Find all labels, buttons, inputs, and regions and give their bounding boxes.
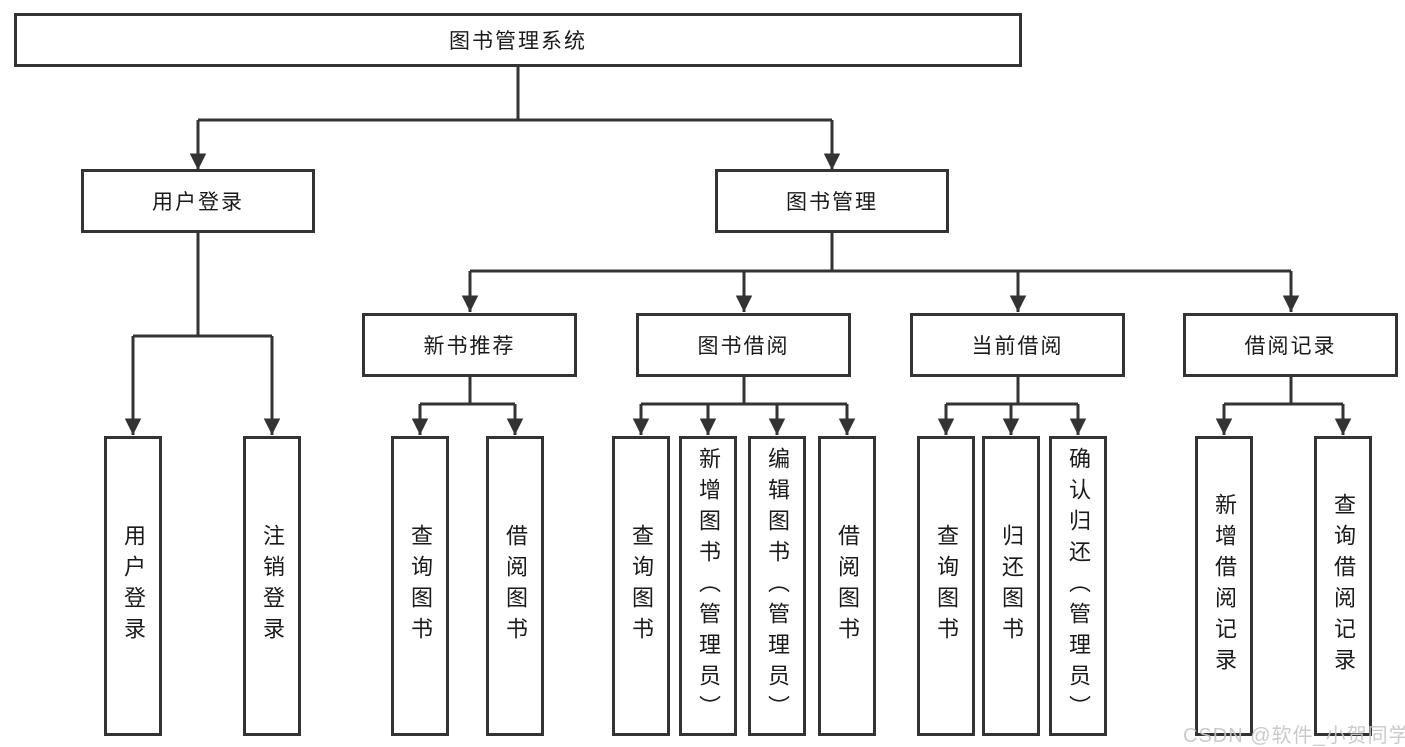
- leaf-borrow-books-borrowing: 借阅图书: [818, 436, 876, 736]
- node-new-book-recommendation: 新书推荐: [362, 313, 577, 377]
- csdn-watermark: CSDN @软件_小贺同学: [1183, 725, 1405, 747]
- leaf-borrow-books-recommendation: 借阅图书: [486, 436, 544, 736]
- leaf-query-books-borrowing: 查询图书: [612, 436, 670, 736]
- node-book-management: 图书管理: [715, 169, 949, 233]
- node-borrowing-records: 借阅记录: [1183, 313, 1398, 377]
- leaf-query-books-current: 查询图书: [917, 436, 975, 736]
- leaf-query-books-recommendation: 查询图书: [391, 436, 449, 736]
- tree-arrow-stems: [124, 120, 1352, 435]
- leaf-add-borrow-record: 新增借阅记录: [1195, 436, 1253, 736]
- node-root-library-management-system: 图书管理系统: [14, 13, 1022, 67]
- tree-branch-lines: [133, 67, 1343, 406]
- node-book-borrowing: 图书借阅: [636, 313, 851, 377]
- leaf-query-borrow-record: 查询借阅记录: [1314, 436, 1372, 736]
- node-user-login: 用户登录: [81, 169, 315, 233]
- leaf-return-books: 归还图书: [982, 436, 1040, 736]
- leaf-confirm-return-admin: 确认归还（管理员）: [1049, 436, 1107, 736]
- node-current-borrowing: 当前借阅: [910, 313, 1125, 377]
- leaf-edit-books-admin: 编辑图书（管理员）: [748, 436, 806, 736]
- leaf-add-books-admin: 新增图书（管理员）: [679, 436, 737, 736]
- leaf-user-login: 用户登录: [104, 436, 162, 736]
- leaf-logout: 注销登录: [243, 436, 301, 736]
